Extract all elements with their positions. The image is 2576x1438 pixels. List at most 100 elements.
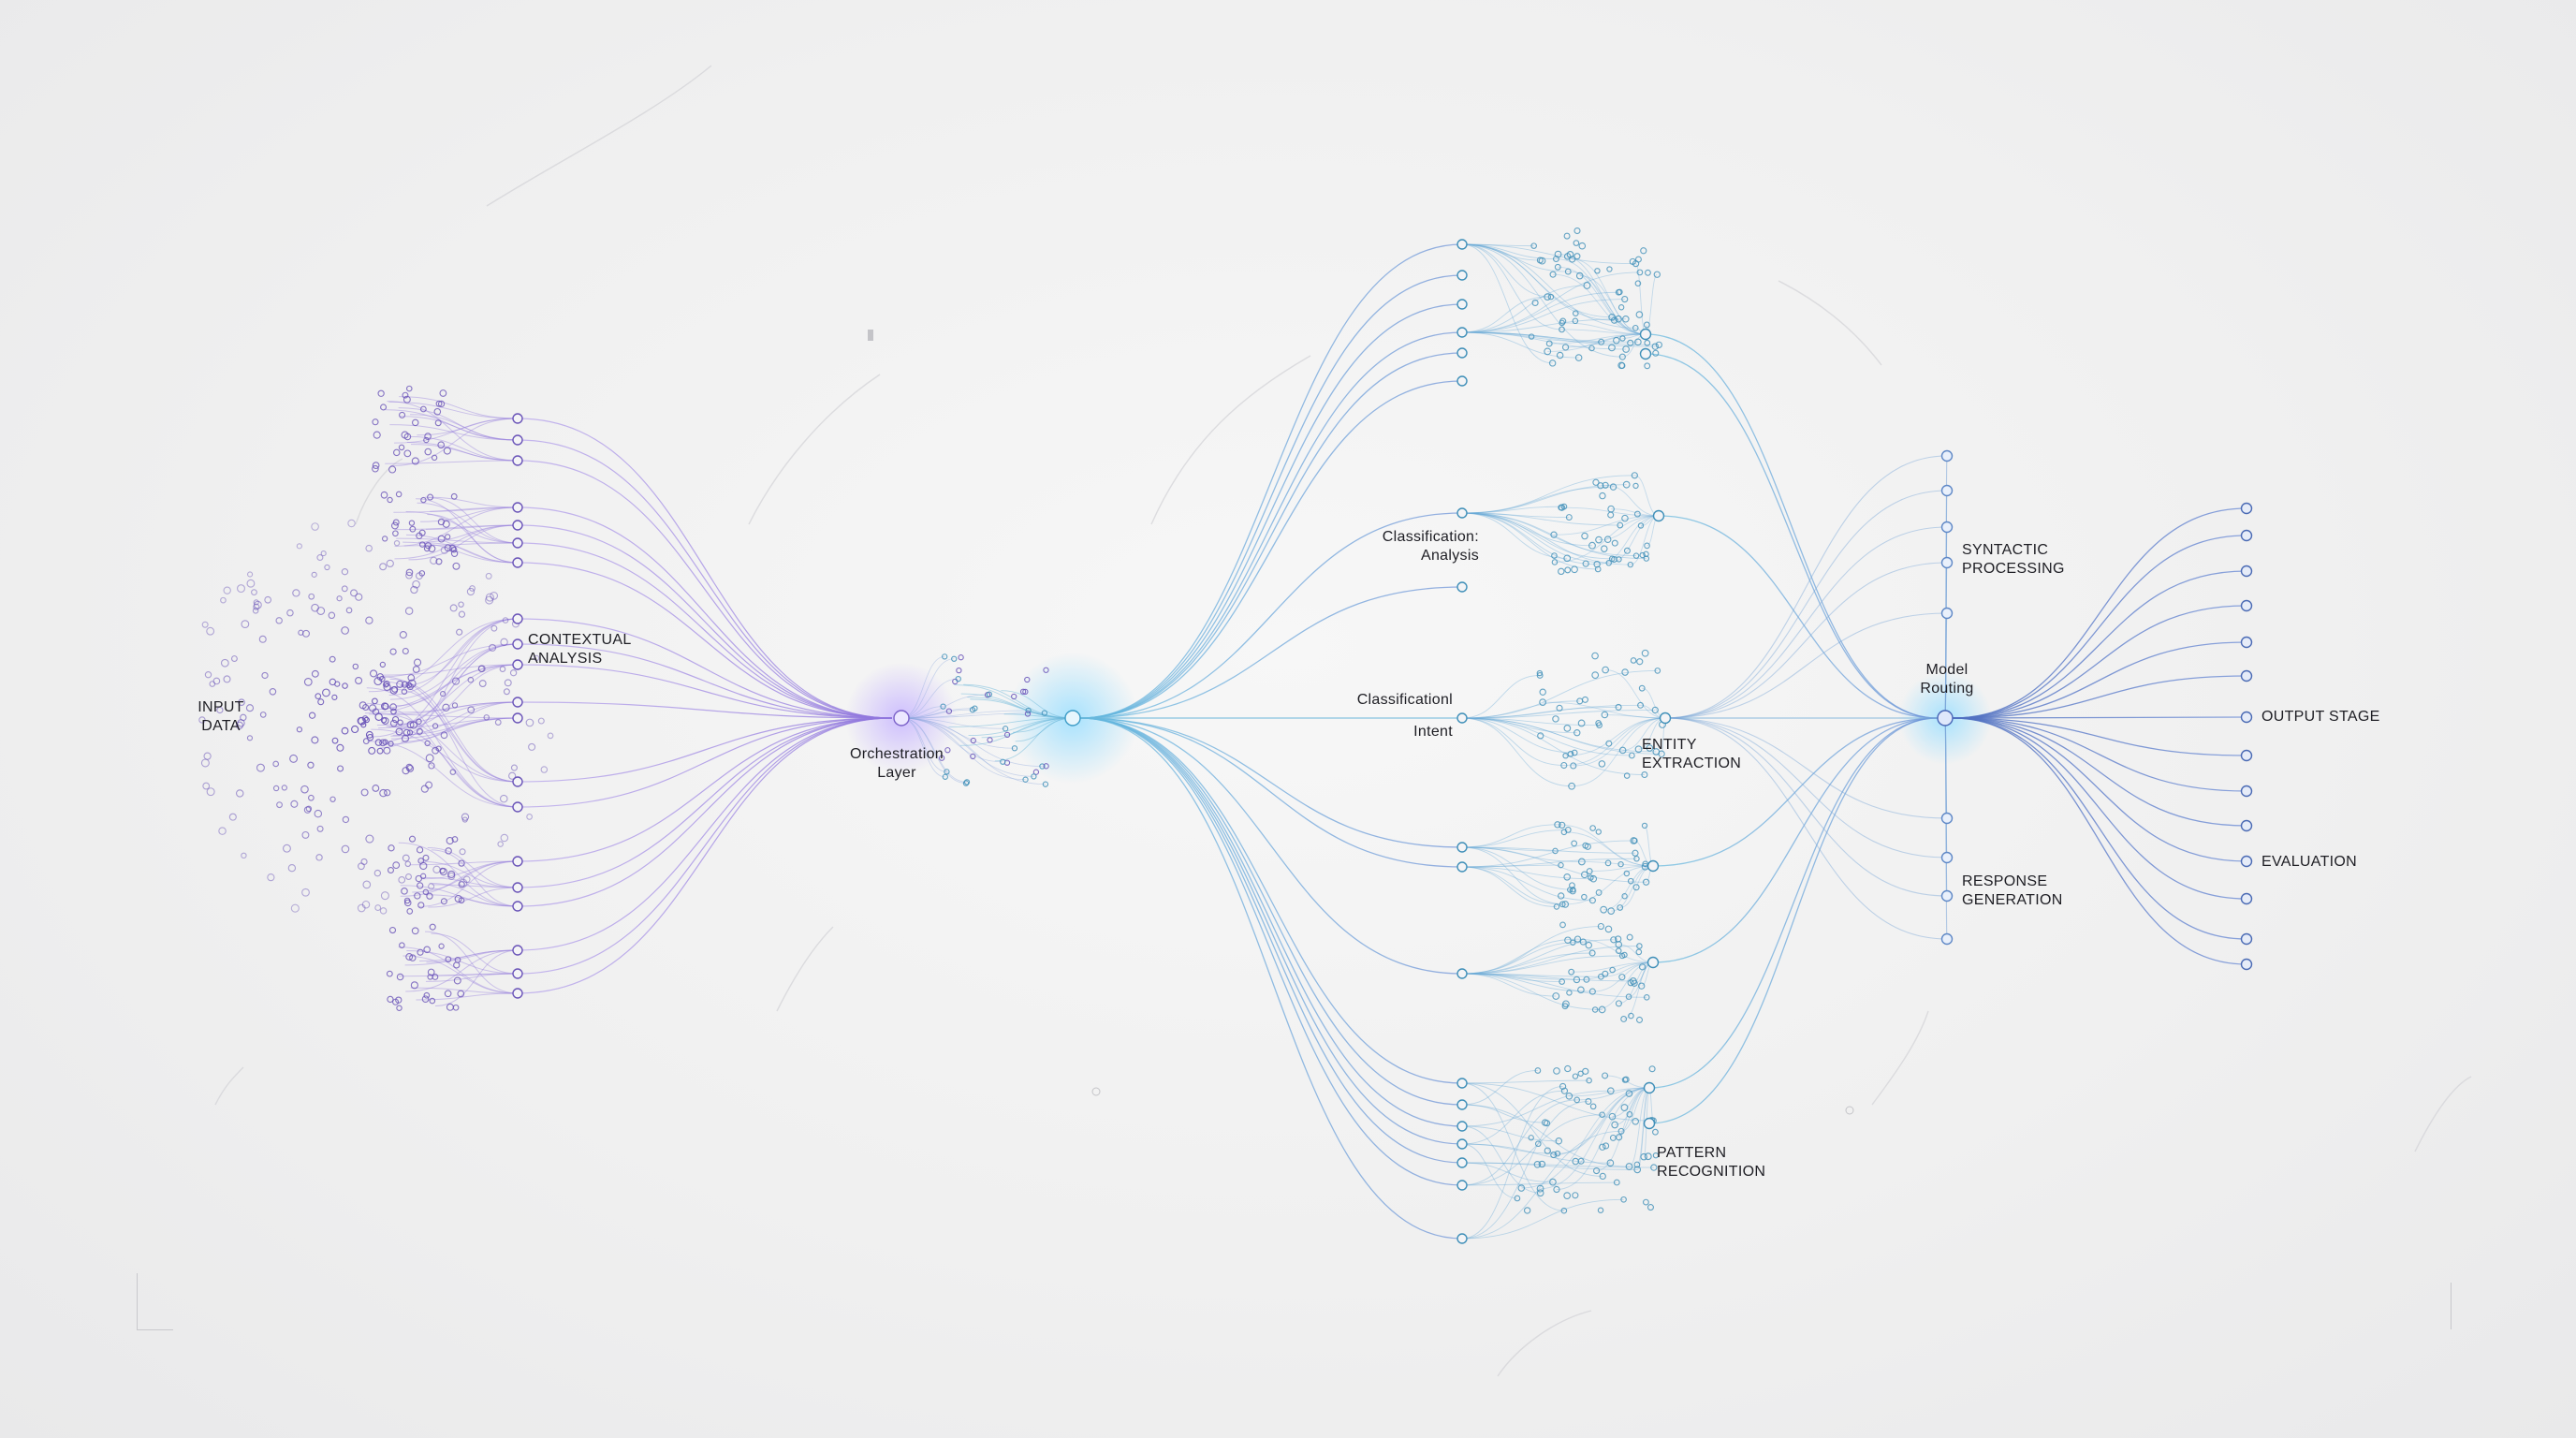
input-scatter-dot (289, 754, 299, 763)
input-scatter-dot (204, 670, 212, 679)
cluster-dot (392, 861, 401, 870)
input-scatter-dot (459, 848, 466, 856)
input-scatter-dot (358, 862, 365, 871)
fan-line (1461, 846, 1635, 854)
cluster-dot (1637, 522, 1645, 529)
link-from-entity (1664, 717, 1948, 819)
decor-arc (776, 926, 834, 1012)
fan-line (1461, 717, 1662, 755)
fan-line (1604, 714, 1666, 719)
input-scatter-dot (351, 725, 359, 734)
cluster-dot (1615, 1000, 1622, 1007)
fan-line (1461, 866, 1594, 880)
fan-line (429, 882, 519, 907)
input-scatter-dot (296, 543, 302, 550)
decor-arc (1871, 1010, 1929, 1106)
input-scatter-dot (320, 550, 327, 557)
link-to-classifier (1079, 717, 1463, 1186)
purple-node (512, 988, 523, 999)
cluster-dot (1597, 482, 1604, 490)
cluster-dot (1558, 567, 1565, 576)
cluster-dot (1588, 988, 1596, 995)
input-scatter-dot (449, 769, 457, 775)
cluster-dot (1589, 874, 1598, 883)
fan-line (1461, 1101, 1588, 1240)
cluster-dot (446, 1003, 454, 1011)
link-to-classifier (1079, 512, 1463, 719)
fan-line (388, 401, 519, 419)
cluster-dot (437, 400, 446, 408)
cluster-dot (423, 991, 431, 999)
fan-line (427, 847, 519, 888)
cluster-dot (434, 419, 442, 427)
cluster-dot (1559, 319, 1566, 327)
input-scatter-dot (547, 732, 554, 740)
cluster-dot (387, 496, 393, 504)
input-scatter-dot (253, 599, 259, 606)
cluster-dot (1549, 1178, 1557, 1186)
fan-line (1461, 1090, 1565, 1145)
cluster-dot (1618, 353, 1626, 360)
fan-line (389, 643, 519, 700)
cluster-dot (424, 433, 432, 440)
fan-line (1563, 717, 1666, 766)
cluster-dot (417, 858, 425, 864)
input-scatter-dot (537, 717, 545, 725)
link-to-classifier (1079, 717, 1463, 1164)
mini-cluster-dot (1000, 758, 1006, 765)
cluster-dot (419, 405, 427, 413)
fan-line (1461, 1162, 1553, 1183)
mini-cluster-dot (944, 769, 950, 775)
fan-line (1461, 486, 1614, 514)
input-scatter-dot (324, 564, 330, 571)
cluster-dot (444, 990, 452, 998)
classifier-node (1456, 1180, 1468, 1191)
purple-node (512, 945, 523, 956)
cluster-dot (389, 703, 397, 712)
cluster-dot (1616, 1134, 1623, 1141)
fan-line (1577, 938, 1654, 963)
cluster-dot (1602, 1072, 1609, 1079)
decor-arc (486, 65, 712, 207)
cluster-dot (1654, 668, 1661, 674)
link-to-classifier (1079, 331, 1463, 719)
fan-line (900, 708, 975, 719)
cluster-dot (402, 728, 411, 737)
cluster-dot (1573, 253, 1581, 260)
cluster-dot (1625, 1090, 1633, 1097)
cluster-dot (1544, 1147, 1551, 1154)
cluster-dot (1615, 315, 1622, 323)
fan-line (1595, 961, 1654, 1010)
input-scatter-dot (311, 571, 317, 578)
cluster-dot (1573, 976, 1581, 984)
fan-line (431, 849, 519, 907)
input-scatter-dot (245, 704, 255, 712)
fan-line (416, 498, 519, 564)
input-scatter-dot (267, 873, 275, 882)
cluster-dot (1556, 351, 1564, 360)
cluster-dot (1604, 859, 1612, 867)
cluster-dot (1588, 949, 1596, 957)
link-to-orchestration (517, 717, 893, 862)
cluster-dot (1559, 901, 1566, 908)
cluster-dot (1559, 326, 1565, 333)
classifier-node (1456, 842, 1468, 853)
mini-cluster-dot (970, 753, 976, 760)
link-to-output (1952, 716, 2247, 719)
fan-line (398, 407, 519, 441)
fan-line (1461, 1181, 1617, 1186)
fan-line (1461, 243, 1636, 329)
cluster-dot (1602, 666, 1609, 674)
cluster-dot (1643, 321, 1650, 329)
stage-node (1940, 521, 1954, 534)
fan-line (1461, 1079, 1589, 1084)
output-node (2240, 932, 2253, 946)
cluster-dot (1591, 1006, 1599, 1013)
input-scatter-dot (428, 762, 435, 770)
cluster-dot (409, 954, 417, 961)
cluster-dot (1571, 565, 1578, 574)
stage-node (1940, 556, 1954, 569)
link-to-orchestration (517, 701, 893, 719)
